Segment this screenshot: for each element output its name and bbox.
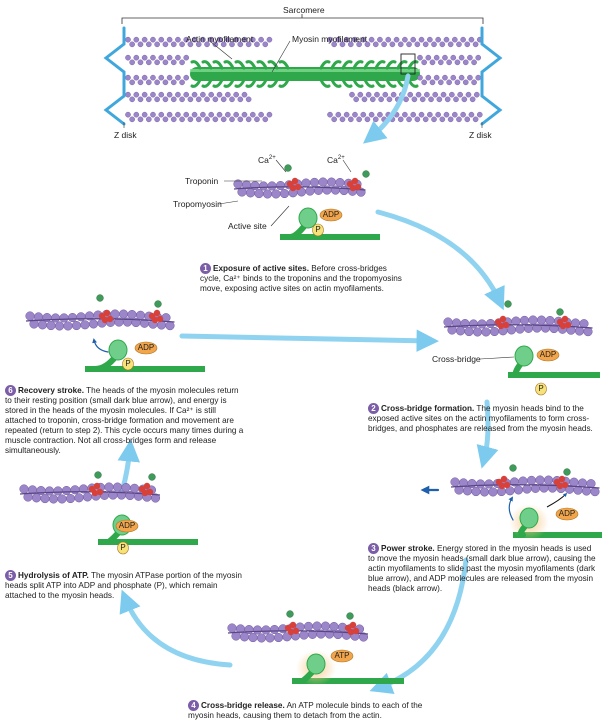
myosin-heads (190, 60, 419, 88)
p-label-step6: P (125, 359, 131, 368)
actin-row-top-left (125, 36, 273, 48)
calcium-label-right: Ca2+ (327, 154, 345, 165)
p-label-step5: P (120, 543, 126, 552)
leader-lines (218, 159, 515, 360)
actin-row-mid-left (125, 91, 252, 103)
actin-row-upper-left (125, 54, 190, 66)
actin-row-bot-left (125, 111, 273, 123)
adp-label-step2: ADP (539, 350, 557, 359)
actin-myofilament-label: Actin myofilament (186, 34, 254, 44)
sarcomere-overview (103, 14, 503, 128)
cross-bridge-label: Cross-bridge (432, 354, 481, 364)
z-disk-left-label: Z disk (114, 130, 137, 140)
arrow-step2-to-step3 (476, 399, 499, 469)
step-2-illustration (443, 300, 600, 396)
z-disk-right (480, 26, 503, 126)
calcium-label-left: Ca2+ (258, 154, 276, 165)
myosin-myofilament-label: Myosin myofilament (292, 34, 368, 44)
myosin-head-small-arrow-step3 (508, 496, 514, 521)
arrow-step4-to-step5 (119, 589, 233, 668)
arrow-zoom-to-step1 (363, 73, 411, 144)
myosin-head-small-arrow-step6 (92, 338, 109, 353)
arrow-step6-to-step2 (179, 329, 439, 352)
actin-row-upper-right (417, 54, 482, 66)
atp-label-step4: ATP (334, 651, 350, 660)
arrow-step1-to-step2 (375, 209, 505, 311)
tropomyosin-label: Tropomyosin (173, 199, 222, 209)
step-6-illustration (25, 294, 205, 372)
actin-row-top-right (327, 36, 483, 48)
sarcomere-label: Sarcomere (283, 5, 325, 15)
actin-row-lower-right (417, 74, 482, 86)
active-site-label: Active site (228, 221, 267, 231)
adp-label-step6: ADP (137, 343, 155, 352)
adp-label-step3: ADP (558, 509, 576, 518)
adp-label-step1: ADP (322, 210, 340, 219)
z-disk-left (103, 26, 126, 126)
actin-row-mid-right (349, 91, 480, 103)
step-1-illustration (233, 164, 380, 240)
p-label-step2: P (538, 384, 544, 393)
z-disk-right-label: Z disk (469, 130, 492, 140)
step-5-illustration (19, 471, 198, 555)
actin-row-lower-left (125, 74, 190, 86)
step-panels (19, 164, 602, 686)
actin-filaments (125, 36, 483, 123)
troponin-label: Troponin (185, 176, 219, 186)
adp-label-step5: ADP (118, 521, 136, 530)
dark-arrows (92, 338, 514, 521)
sarcomere-bracket (121, 17, 484, 24)
thick-filament (190, 67, 420, 81)
step-4-illustration (227, 610, 404, 686)
step-3-illustration (450, 464, 602, 540)
actin-row-bot-right (327, 111, 483, 123)
p-label-step1: P (315, 225, 321, 234)
adp-release-arrow (546, 492, 568, 508)
